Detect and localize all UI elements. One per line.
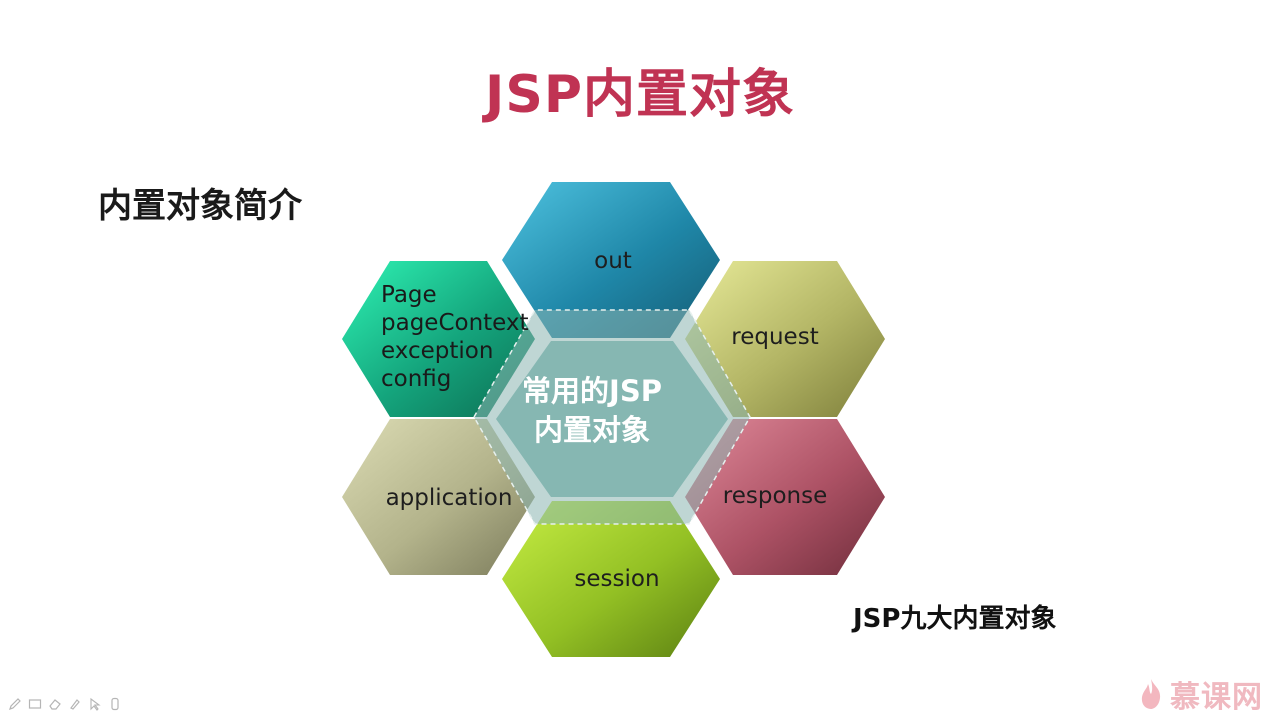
hexagon-bottom (502, 501, 720, 657)
zoom-icon[interactable] (108, 697, 122, 711)
label-exception: exception (381, 338, 493, 364)
pen-icon[interactable] (8, 697, 22, 711)
label-response: response (723, 483, 827, 509)
pointer-icon[interactable] (88, 697, 102, 711)
center-label-line1: 常用的JSP (522, 374, 662, 408)
imooc-logo: 慕课网 (1138, 672, 1263, 716)
hexagon-upper-right (685, 261, 885, 417)
label-application: application (386, 485, 513, 511)
hexagon-center (496, 341, 728, 497)
hexagon-top (502, 182, 720, 338)
diagram-caption: JSP九大内置对象 (853, 604, 1057, 634)
slide-title: JSP内置对象 (485, 65, 795, 125)
center-label-line2: 内置对象 (534, 413, 650, 447)
hexagon-lower-left (342, 419, 535, 575)
label-request: request (731, 324, 818, 350)
label-session: session (574, 566, 659, 592)
label-pagecontext: pageContext (381, 310, 529, 336)
eraser-icon[interactable] (48, 697, 62, 711)
label-page: Page (381, 282, 437, 308)
hexagon-lower-right (685, 419, 885, 575)
screen-icon[interactable] (28, 697, 42, 711)
flame-icon (1141, 679, 1161, 709)
label-out: out (594, 248, 632, 274)
logo-text: 慕课网 (1170, 680, 1263, 715)
highlighter-icon[interactable] (68, 697, 82, 711)
presenter-toolbar (8, 697, 122, 711)
label-config: config (381, 366, 451, 392)
hexagon-upper-left (342, 261, 535, 417)
slide-subtitle: 内置对象简介 (98, 186, 302, 226)
